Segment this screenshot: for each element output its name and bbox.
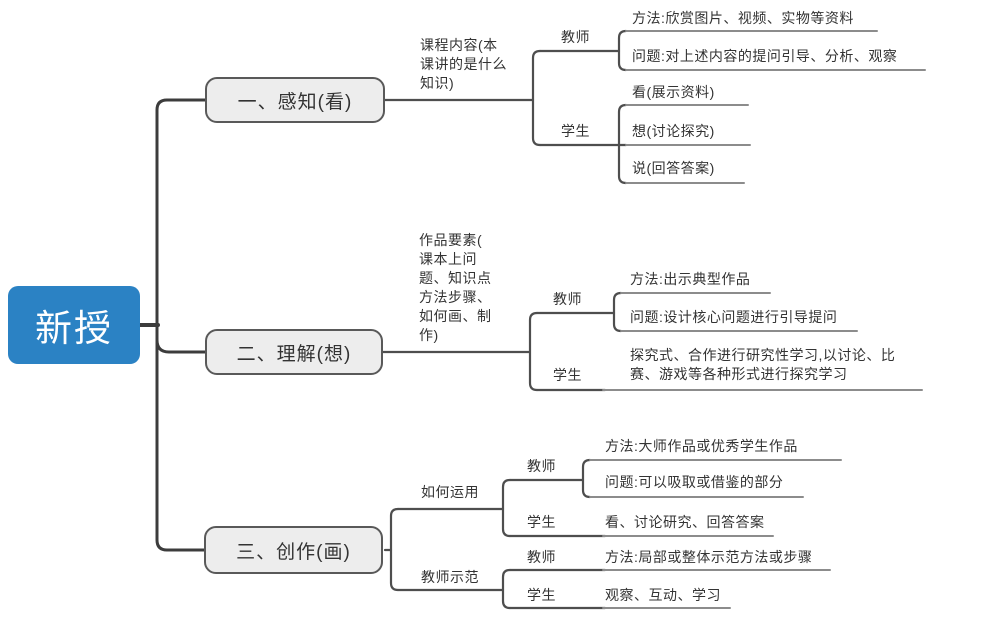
root-topic[interactable]: 新授 (8, 286, 140, 364)
leaf-question-3a[interactable]: 问题:可以吸取或借鉴的部分 (605, 474, 784, 490)
topic-how-to-apply[interactable]: 如何运用 (421, 484, 479, 500)
leaf-speak[interactable]: 说(回答答案) (632, 160, 715, 176)
connector (501, 568, 512, 610)
leaf-think[interactable]: 想(讨论探究) (632, 123, 715, 139)
topic-work-elements[interactable]: 作品要素( 课本上问 题、知识点 方法步骤、 如何画、制 作) (419, 232, 492, 343)
leaf-method-2[interactable]: 方法:出示典型作品 (630, 271, 751, 287)
connector (581, 458, 592, 499)
trunk-line (155, 98, 207, 552)
label-student-3a[interactable]: 学生 (527, 514, 556, 530)
branch-topic-create[interactable]: 三、创作(画) (204, 526, 383, 574)
branch-topic-understand[interactable]: 二、理解(想) (205, 329, 383, 375)
leaf-discuss-answer[interactable]: 看、讨论研究、回答答案 (605, 514, 765, 530)
connector (389, 507, 400, 592)
branch-topic-perceive[interactable]: 一、感知(看) (205, 77, 385, 123)
label-student-3b[interactable]: 学生 (527, 587, 556, 603)
leaf-question-1[interactable]: 问题:对上述内容的提问引导、分析、观察 (632, 48, 898, 64)
label-student-1[interactable]: 学生 (561, 123, 590, 139)
connector (617, 29, 628, 72)
connector (531, 49, 542, 147)
leaf-method-1[interactable]: 方法:欣赏图片、视频、实物等资料 (632, 10, 854, 26)
label-teacher-3b[interactable]: 教师 (527, 549, 556, 565)
leaf-look[interactable]: 看(展示资料) (632, 84, 715, 100)
connector (501, 478, 512, 538)
label-teacher-2[interactable]: 教师 (553, 291, 582, 307)
leaf-question-2[interactable]: 问题:设计核心问题进行引导提问 (630, 309, 838, 325)
branch2-connector (155, 338, 207, 354)
leaf-method-3a[interactable]: 方法:大师作品或优秀学生作品 (605, 438, 798, 454)
leaf-inquiry-learning[interactable]: 探究式、合作进行研究性学习,以讨论、比 赛、游戏等各种形式进行探究学习 (630, 347, 896, 382)
connector (528, 311, 539, 392)
topic-teacher-demo[interactable]: 教师示范 (421, 569, 479, 585)
connector (612, 291, 623, 333)
leaf-observe-interact[interactable]: 观察、互动、学习 (605, 587, 721, 603)
label-teacher-1[interactable]: 教师 (561, 29, 590, 45)
topic-course-content[interactable]: 课程内容(本 课讲的是什么 知识) (420, 37, 507, 91)
leaf-method-3b[interactable]: 方法:局部或整体示范方法或步骤 (605, 549, 813, 565)
label-student-2[interactable]: 学生 (553, 367, 582, 383)
connector (617, 103, 628, 185)
label-teacher-3a[interactable]: 教师 (527, 458, 556, 474)
